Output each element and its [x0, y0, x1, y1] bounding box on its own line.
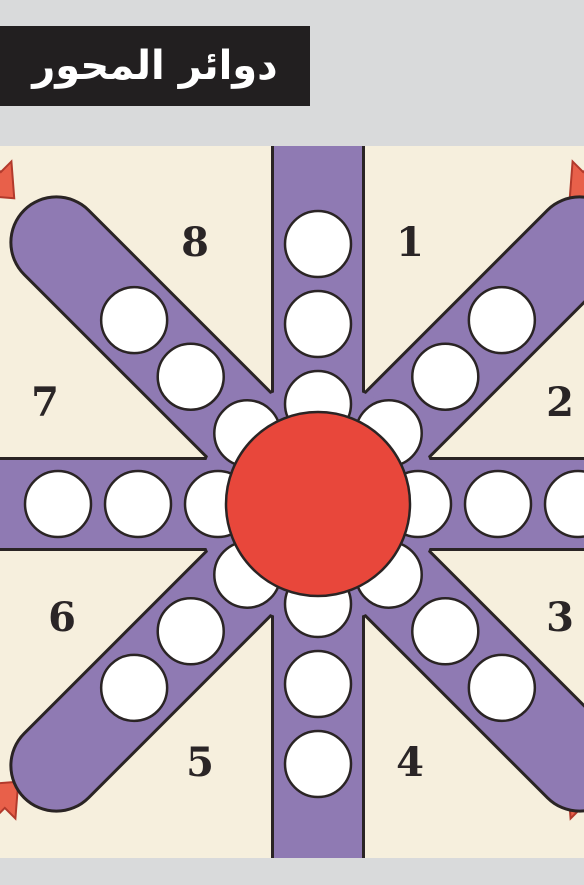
title-banner: دوائر المحور: [0, 26, 310, 106]
hole-7-3: [25, 471, 91, 537]
sector-number-3: 3: [546, 594, 574, 641]
corner-arrow-1: [0, 146, 31, 215]
hole-6-3: [101, 655, 167, 721]
game-title: دوائر المحور: [32, 43, 277, 89]
hole-3-2: [465, 471, 531, 537]
sector-number-8: 8: [181, 219, 209, 266]
arrow-icon: [0, 146, 31, 215]
hole-5-2: [285, 651, 351, 717]
board-svg: 1 2 3 4 5 6 7 8: [0, 146, 584, 858]
hole-2-3: [469, 287, 535, 353]
sector-number-1: 1: [396, 219, 424, 266]
sector-number-2: 2: [546, 379, 574, 426]
hole-4-2: [412, 598, 478, 664]
sector-number-4: 4: [396, 739, 424, 786]
sector-number-5: 5: [186, 739, 214, 786]
hole-4-3: [469, 655, 535, 721]
center-layer: [226, 412, 410, 596]
game-board: 1 2 3 4 5 6 7 8: [0, 146, 584, 858]
hole-8-2: [158, 344, 224, 410]
hole-1-3: [285, 211, 351, 277]
hole-7-2: [105, 471, 171, 537]
hole-8-3: [101, 287, 167, 353]
hole-6-2: [158, 598, 224, 664]
hole-5-3: [285, 731, 351, 797]
sector-number-6: 6: [48, 594, 76, 641]
center-circle: [226, 412, 410, 596]
hole-1-2: [285, 291, 351, 357]
hole-2-2: [412, 344, 478, 410]
sector-number-7: 7: [31, 379, 59, 426]
